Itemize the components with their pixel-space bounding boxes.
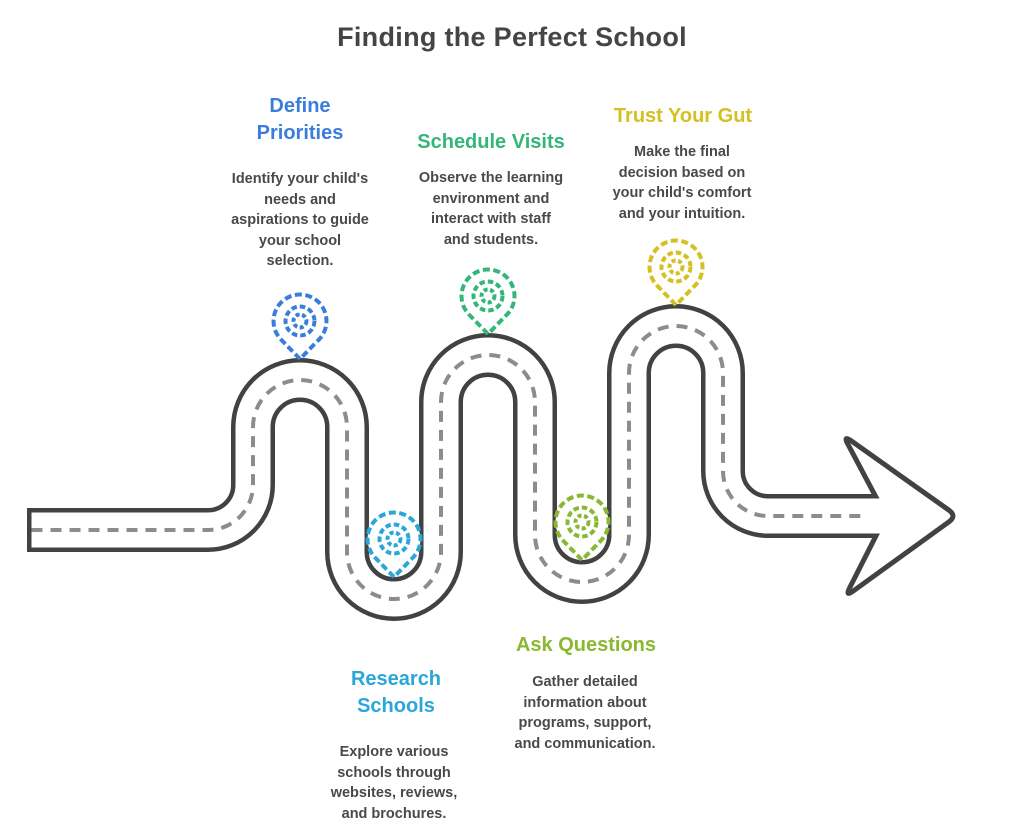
step-description-schedule-visits: Observe the learning environment and int… (418, 170, 564, 248)
step-description-define-priorities: Identify your child's needs and aspirati… (231, 171, 369, 269)
step-title-ask-questions: Ask Questions (515, 634, 657, 656)
map-pin-target-icon-schedule-visits (459, 267, 517, 336)
step-description-research-schools: Explore various schools through websites… (330, 744, 458, 822)
page-title: Finding the Perfect School (337, 22, 687, 52)
map-pin-target-icon-define-priorities (271, 292, 329, 361)
step-title-trust-your-gut: Trust Your Gut (613, 105, 753, 127)
map-pin-target-icon-research-schools (365, 510, 423, 579)
step-description-ask-questions: Gather detailed information about progra… (514, 674, 656, 752)
map-pin-target-icon-trust-your-gut (647, 238, 705, 307)
step-description-trust-your-gut: Make the final decision based on your ch… (612, 144, 752, 222)
step-title-define-priorities: Define Priorities (256, 95, 344, 144)
step-title-schedule-visits: Schedule Visits (417, 131, 565, 153)
step-title-research-schools: Research Schools (350, 668, 442, 717)
road-center-line (31, 324, 868, 601)
arrow-icon (843, 436, 956, 596)
map-pin-target-icon-ask-questions (553, 493, 611, 562)
